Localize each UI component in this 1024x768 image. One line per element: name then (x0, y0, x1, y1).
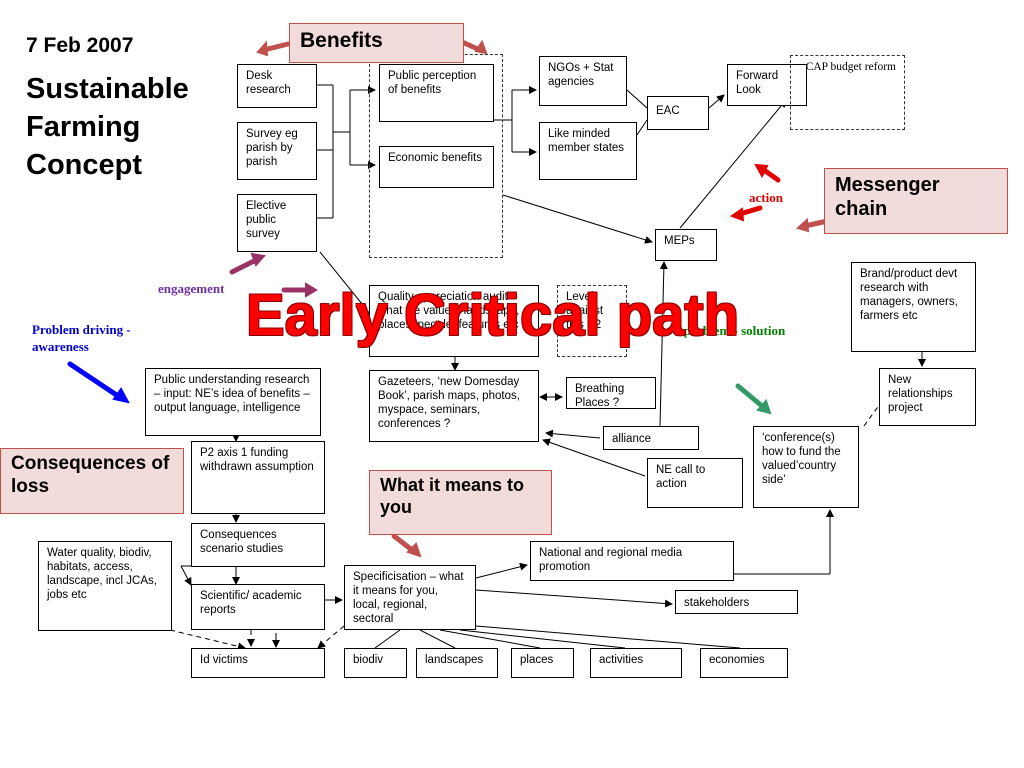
id-victims-box: Id victims (191, 648, 325, 678)
elective-survey-box: Elective public survey (237, 194, 317, 252)
action-label: action (749, 190, 783, 205)
specificisation-box: Specificisation – what it means for you,… (344, 565, 476, 630)
conference-box: ‘conference(s) how to fund the valued’co… (753, 426, 859, 508)
stakeholders-box: stakeholders (675, 590, 798, 614)
critical-path-overlay: Early Critical path (246, 283, 740, 348)
title-date: 7 Feb 2007 (26, 34, 134, 57)
like-minded-box: Like minded member states (539, 122, 637, 180)
ngos-box: NGOs + Stat agencies (539, 56, 627, 106)
biodiv-box: biodiv (344, 648, 407, 678)
places-box: places (511, 648, 574, 678)
economic-benefits-box: Economic benefits (379, 146, 494, 188)
p2-axis-box: P2 axis 1 funding withdrawn assumption (191, 441, 325, 514)
new-relationships-box: New relationships project (879, 368, 976, 426)
cap-budget-box: CAP budget reform (790, 55, 905, 130)
breathing-places-box: Breathing Places ? (566, 377, 656, 409)
benefits-callout: Benefits (289, 23, 464, 63)
engagement-label: engagement (158, 281, 225, 296)
title-main: Sustainable Farming Concept (26, 73, 189, 181)
scientific-reports-box: Scientific/ academic reports (191, 584, 325, 630)
problem-driving-label: Problem driving - awareness (32, 322, 131, 354)
meps-box: MEPs (655, 229, 717, 261)
water-quality-box: Water quality, biodiv, habitats, access,… (38, 541, 172, 631)
alliance-box: alliance (603, 426, 699, 450)
problem-solution-label: - problem - solution (676, 323, 786, 338)
quality-audit-box: Quality appreciation audit – what we val… (369, 285, 539, 357)
what-it-means-callout: What it means to you (369, 470, 552, 535)
forward-look-box: Forward Look (727, 64, 807, 106)
survey-box: Survey eg parish by parish (237, 122, 317, 180)
desk-research-box: Desk research (237, 64, 317, 108)
landscapes-box: landscapes (416, 648, 498, 678)
eac-box: EAC (647, 96, 709, 130)
economies-box: economies (700, 648, 788, 678)
ne-call-box: NE call to action (647, 458, 743, 508)
messenger-chain-callout: Messenger chain (824, 168, 1008, 234)
public-perception-box: Public perception of benefits (379, 64, 494, 122)
brand-research-box: Brand/product devt research with manager… (851, 262, 976, 352)
consequences-scenario-box: Consequences scenario studies (191, 523, 325, 567)
level-box: Level against this P2 (557, 285, 627, 357)
consequences-callout: Consequences of loss (0, 448, 184, 514)
activities-box: activities (590, 648, 682, 678)
public-understanding-box: Public understanding research – input: N… (145, 368, 321, 436)
gazeteers-box: Gazeteers, ‘new Domesday Book’, parish m… (369, 370, 539, 442)
media-promotion-box: National and regional media promotion (530, 541, 734, 581)
